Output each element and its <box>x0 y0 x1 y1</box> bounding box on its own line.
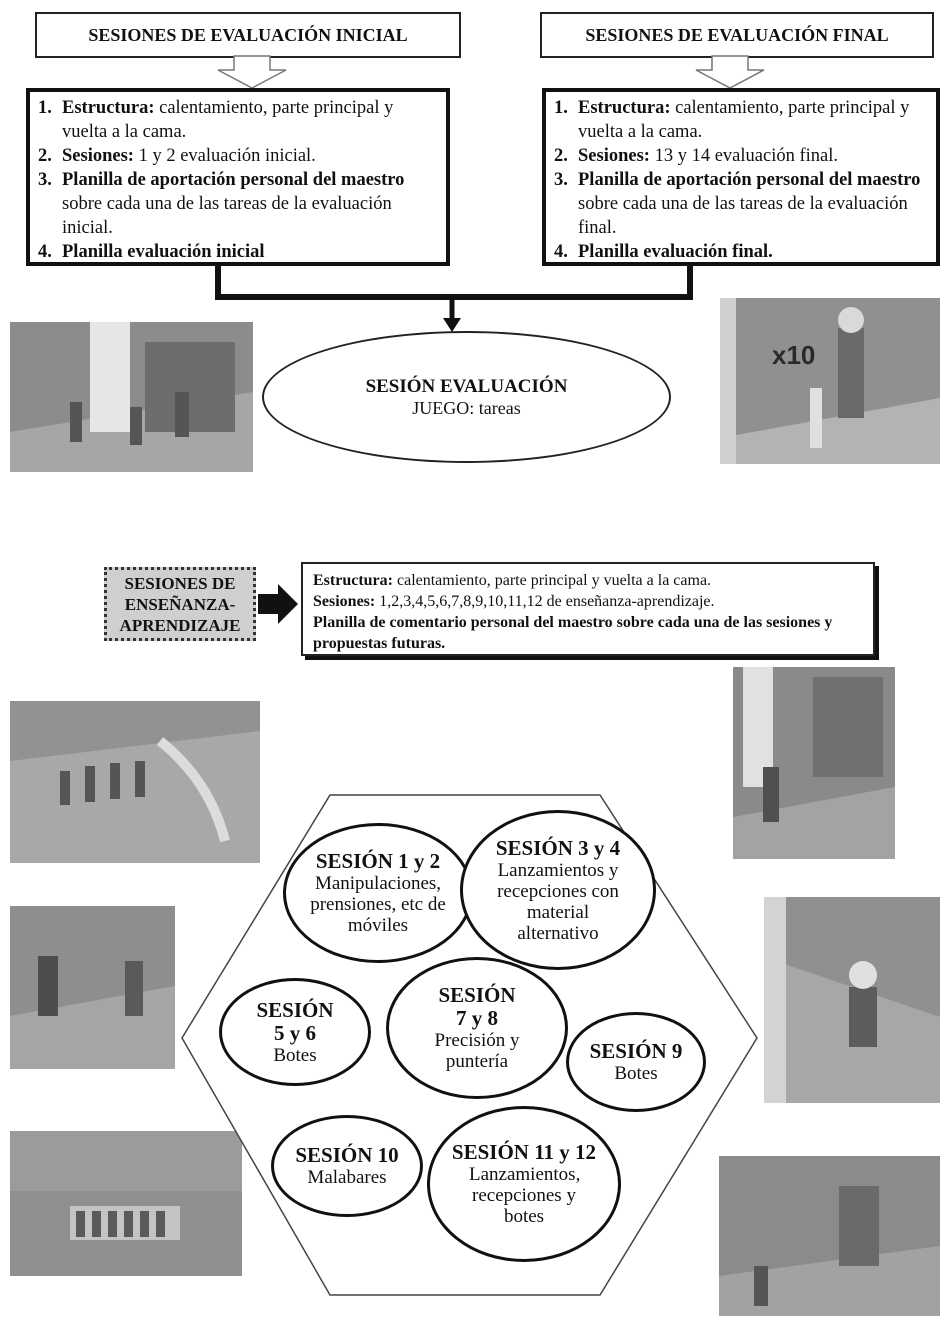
evaluation-session-ellipse: SESIÓN EVALUACIÓN JUEGO: tareas <box>262 331 671 463</box>
session-circle: SESIÓN 5 y 6 Botes <box>219 978 371 1086</box>
illustration-badge: x10 <box>772 340 816 370</box>
initial-evaluation-title: SESIONES DE EVALUACIÓN INICIAL <box>35 12 461 58</box>
teaching-sessions: Sesiones: 1,2,3,4,5,6,7,8,9,10,11,12 de … <box>313 593 715 610</box>
down-arrow-icon <box>217 55 287 89</box>
list-item: 1.Estructura: calentamiento, parte princ… <box>38 98 394 142</box>
teaching-planilla: Planilla de comentario personal del maes… <box>313 614 833 652</box>
right-arrow-icon <box>258 584 298 624</box>
evaluation-session-subtitle: JUEGO: tareas <box>412 397 521 418</box>
final-evaluation-list: 1.Estructura: calentamiento, parte princ… <box>542 88 940 266</box>
illustration-kneeling-player <box>764 897 940 1103</box>
illustration-two-players <box>10 906 175 1069</box>
session-circle: SESIÓN 1 y 2 Manipulaciones, prensiones,… <box>283 823 473 963</box>
session-circle: SESIÓN 11 y 12 Lanzamientos, recepciones… <box>427 1106 621 1262</box>
list-item: 3.Planilla de aportación personal del ma… <box>554 170 921 238</box>
illustration-player-door <box>733 667 895 859</box>
teaching-structure: Estructura: calentamiento, parte princip… <box>313 572 712 589</box>
illustration-lineup <box>10 1131 242 1276</box>
teaching-sessions-box: Estructura: calentamiento, parte princip… <box>301 562 875 656</box>
illustration-juggling-player: x10 <box>720 298 940 464</box>
connector-lines <box>215 266 693 332</box>
session-circle: SESIÓN 9 Botes <box>566 1012 706 1112</box>
list-item: 4.Planilla evaluación inicial <box>38 242 265 262</box>
session-circle: SESIÓN 3 y 4 Lanzamientos y recepciones … <box>460 810 656 970</box>
initial-evaluation-list: 1.Estructura: calentamiento, parte princ… <box>26 88 450 266</box>
session-circle: SESIÓN 10 Malabares <box>271 1115 423 1217</box>
list-item: 2.Sesiones: 1 y 2 evaluación inicial. <box>38 146 316 166</box>
illustration-throwing-group <box>10 701 260 863</box>
teaching-sessions-label: SESIONES DE ENSEÑANZA-APRENDIZAJE <box>104 567 256 641</box>
illustration-target-throw <box>719 1156 940 1316</box>
down-arrow-icon <box>695 55 765 89</box>
list-item: 3.Planilla de aportación personal del ma… <box>38 170 405 238</box>
list-item: 1.Estructura: calentamiento, parte princ… <box>554 98 910 142</box>
list-item: 4.Planilla evaluación final. <box>554 242 773 262</box>
list-item: 2.Sesiones: 13 y 14 evaluación final. <box>554 146 838 166</box>
illustration-gym-entrance <box>10 322 253 472</box>
evaluation-session-title: SESIÓN EVALUACIÓN <box>365 375 568 397</box>
session-circle: SESIÓN 7 y 8 Precisión y puntería <box>386 957 568 1099</box>
